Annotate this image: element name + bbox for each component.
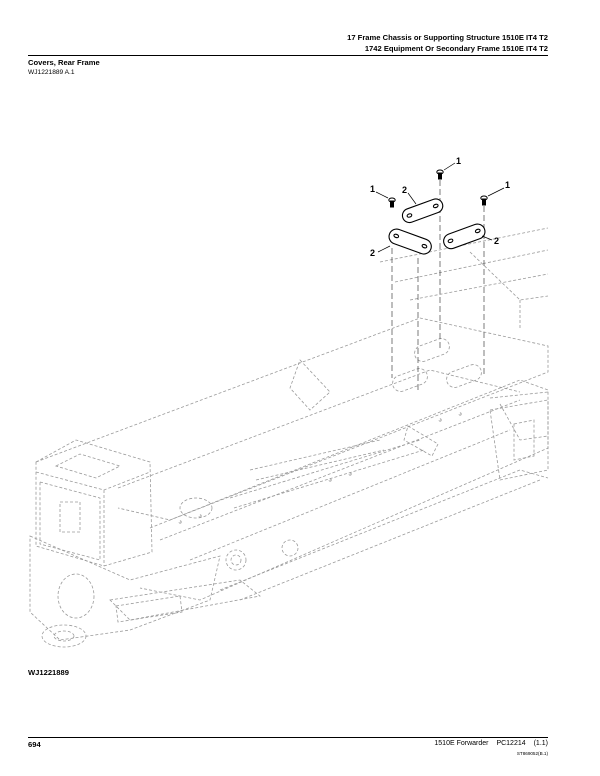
- page-header: 17 Frame Chassis or Supporting Structure…: [347, 33, 548, 54]
- cover-parts: [388, 198, 486, 255]
- cover-right: [443, 223, 486, 250]
- callout-cover-left: 2: [370, 248, 375, 258]
- footer-model: 1510E Forwarder: [434, 740, 489, 747]
- callout-bolt-right: 1: [505, 180, 510, 190]
- drawing-id: WJ1221889: [28, 668, 69, 677]
- footer-revision: (1.1): [533, 740, 548, 747]
- bolt-middle: [436, 169, 444, 180]
- footer-info: 1510E Forwarder PC12214 (1.1): [428, 740, 548, 747]
- section-id: WJ1221889 A.1: [28, 69, 75, 76]
- callout-bolt-middle: 1: [456, 156, 461, 166]
- callout-cover-upper: 2: [402, 185, 407, 195]
- callout-leaders: [375, 162, 505, 253]
- section-title: Covers, Rear Frame: [28, 58, 100, 67]
- header-divider: [28, 55, 548, 56]
- page-number: 694: [28, 740, 41, 749]
- bolt-right: [480, 195, 488, 206]
- cover-upper: [401, 198, 444, 224]
- header-line-1: 17 Frame Chassis or Supporting Structure…: [347, 33, 548, 42]
- footer-publication: PC12214: [496, 740, 526, 747]
- cover-left: [388, 228, 432, 255]
- header-line-2: 1742 Equipment Or Secondary Frame 1510E …: [364, 43, 548, 53]
- callout-cover-right: 2: [494, 236, 499, 246]
- callout-bolt-left: 1: [370, 184, 375, 194]
- rear-frame-drawing: [29, 227, 549, 648]
- footer-stamp: ST869052(B.1): [516, 751, 548, 756]
- footer-divider: [28, 737, 548, 738]
- bolt-left: [388, 197, 396, 208]
- bolt-parts: [388, 169, 488, 208]
